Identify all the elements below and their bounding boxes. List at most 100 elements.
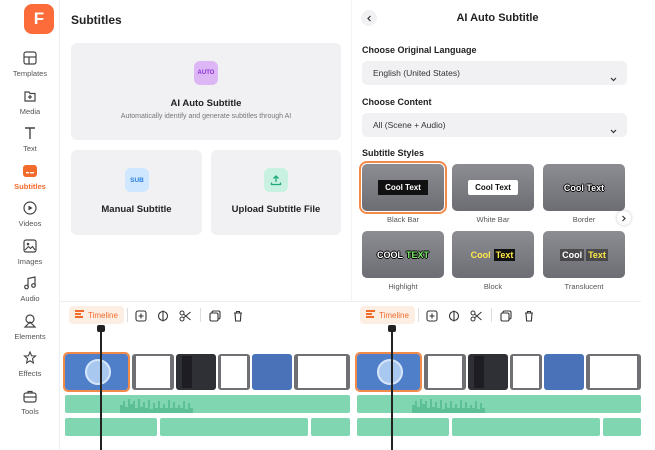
upload-card-title: Upload Subtitle File <box>231 204 321 215</box>
ai-auto-subtitle-card[interactable]: AUTO AI Auto Subtitle Automatically iden… <box>71 43 341 140</box>
app-logo[interactable]: F <box>24 4 54 34</box>
subtitles-panel-title: Subtitles <box>71 13 122 27</box>
style-card-highlight[interactable]: COOL TEXT <box>362 231 444 278</box>
style-label-white-bar: White Bar <box>476 215 510 224</box>
media-icon <box>22 88 38 104</box>
duplicate-icon[interactable] <box>500 309 512 322</box>
timeline-icon <box>366 310 375 320</box>
playhead[interactable] <box>100 330 102 450</box>
language-label: Choose Original Language <box>362 45 477 55</box>
audio-track[interactable] <box>603 418 641 436</box>
ai-card-subtitle: Automatically identify and generate subt… <box>120 113 292 120</box>
rail-item-effects[interactable]: Effects <box>0 350 60 386</box>
style-card-block[interactable]: Cool Text <box>452 231 534 278</box>
style-sample: Cool Text <box>468 180 518 195</box>
timeline-button[interactable]: Timeline <box>69 306 124 324</box>
audio-track[interactable] <box>452 418 600 436</box>
style-card-black-bar[interactable]: Cool Text <box>359 161 447 214</box>
style-label-translucent: Translucent <box>564 282 604 291</box>
upload-subtitle-card[interactable]: Upload Subtitle File <box>211 150 341 235</box>
video-clip[interactable] <box>132 354 174 390</box>
toolbar-separator <box>491 308 492 322</box>
style-card-white-bar[interactable]: Cool Text <box>452 164 534 211</box>
auto-badge-icon: AUTO <box>194 61 218 85</box>
tools-icon <box>22 388 38 404</box>
clip-thumbnail <box>377 359 403 385</box>
style-card-border[interactable]: Cool Text <box>543 164 625 211</box>
video-clip[interactable] <box>218 354 250 390</box>
effects-icon <box>22 350 38 366</box>
rail-item-videos[interactable]: Videos <box>0 200 60 236</box>
content-label: Choose Content <box>362 97 432 107</box>
rail-label: Images <box>17 257 43 266</box>
split-icon[interactable] <box>157 309 169 322</box>
style-sample: Cool Text <box>563 182 605 193</box>
rail-item-images[interactable]: Images <box>0 238 60 274</box>
rail-label: Text <box>23 144 37 153</box>
rail-label: Elements <box>14 332 46 341</box>
style-sample-b: Text <box>586 248 608 261</box>
video-clip-selected[interactable] <box>63 352 130 392</box>
timeline-button-right[interactable]: Timeline <box>360 306 415 324</box>
audio-track[interactable] <box>311 418 350 436</box>
audio-track[interactable] <box>357 418 449 436</box>
add-icon[interactable] <box>426 309 438 322</box>
duplicate-icon[interactable] <box>209 309 221 322</box>
styles-label: Subtitle Styles <box>362 148 425 158</box>
playhead-handle[interactable] <box>97 325 105 332</box>
toolbar-separator <box>418 308 419 322</box>
templates-icon <box>22 50 38 66</box>
toolbar-separator <box>127 308 128 322</box>
rail-item-text[interactable]: Text <box>0 125 60 161</box>
audio-track[interactable] <box>160 418 308 436</box>
video-clip[interactable] <box>510 354 542 390</box>
video-clip[interactable] <box>586 354 641 390</box>
rail-item-elements[interactable]: Elements <box>0 313 60 349</box>
video-clip[interactable] <box>294 354 350 390</box>
back-button[interactable] <box>361 10 377 26</box>
content-dropdown[interactable]: All (Scene + Audio) <box>362 113 627 137</box>
style-label-block: Block <box>483 282 503 291</box>
video-clip[interactable] <box>176 354 216 390</box>
audio-track[interactable] <box>65 418 157 436</box>
rail-label: Templates <box>12 69 48 78</box>
auto-badge-text: AUTO <box>197 70 215 76</box>
content-value: All (Scene + Audio) <box>373 120 446 130</box>
rail-label: Subtitles <box>14 182 46 191</box>
rail-item-tools[interactable]: Tools <box>0 388 60 424</box>
video-clip-selected[interactable] <box>355 352 422 392</box>
videos-icon <box>22 200 38 216</box>
chevron-down-icon <box>609 69 618 82</box>
style-card-translucent[interactable]: Cool Text <box>543 231 625 278</box>
chevron-left-icon <box>366 9 373 27</box>
trash-icon[interactable] <box>523 309 535 322</box>
playhead-handle[interactable] <box>388 325 396 332</box>
scissors-icon[interactable] <box>179 309 191 322</box>
styles-next-button[interactable] <box>617 211 631 225</box>
manual-subtitle-card[interactable]: SUB Manual Subtitle <box>71 150 202 235</box>
style-label-border: Border <box>572 215 596 224</box>
rail-item-templates[interactable]: Templates <box>0 50 60 86</box>
chevron-right-icon <box>621 209 627 227</box>
split-icon[interactable] <box>448 309 460 322</box>
scissors-icon[interactable] <box>470 309 482 322</box>
video-clip[interactable] <box>424 354 466 390</box>
rail-label: Audio <box>20 294 40 303</box>
trash-icon[interactable] <box>232 309 244 322</box>
style-sample-b: Text <box>493 248 516 261</box>
language-dropdown[interactable]: English (United States) <box>362 61 627 85</box>
video-clip[interactable] <box>544 354 584 390</box>
add-icon[interactable] <box>135 309 147 322</box>
rail-item-audio[interactable]: Audio <box>0 275 60 311</box>
style-sample: Cool Text <box>378 180 428 195</box>
images-icon <box>22 238 38 254</box>
playhead[interactable] <box>391 330 393 450</box>
text-icon <box>22 125 38 141</box>
rail-item-media[interactable]: Media <box>0 88 60 124</box>
audio-track[interactable] <box>65 395 350 413</box>
rail-item-subtitles[interactable]: Subtitles <box>0 163 60 199</box>
audio-track[interactable] <box>357 395 641 413</box>
video-clip[interactable] <box>252 354 292 390</box>
video-clip[interactable] <box>468 354 508 390</box>
rail-label: Videos <box>18 219 42 228</box>
